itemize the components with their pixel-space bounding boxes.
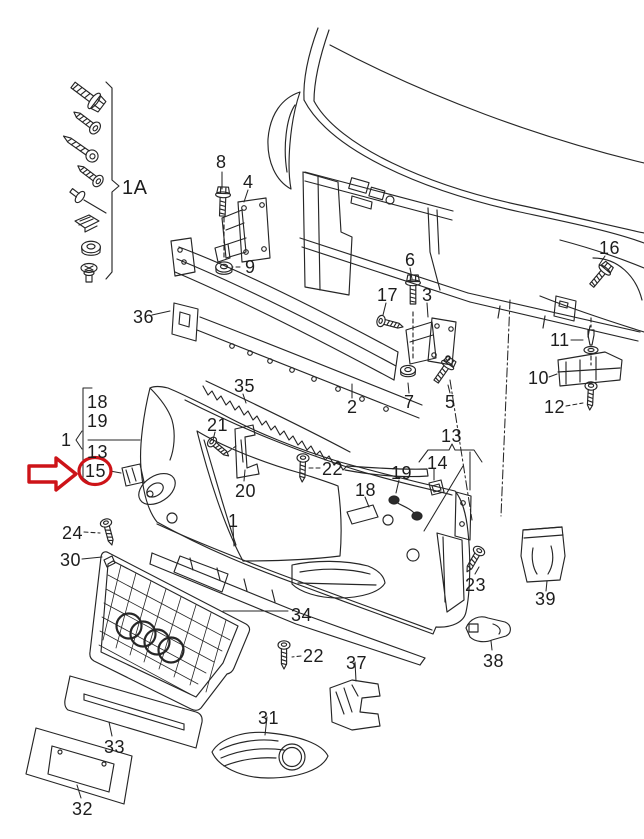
part-22-screw-lower — [277, 640, 291, 670]
part-16-bolt — [585, 259, 616, 291]
part-31-fog-lamp-grille — [212, 732, 328, 778]
highlight-circle-15 — [79, 458, 111, 485]
part-21-screw — [205, 434, 233, 461]
part-22-screw-upper — [295, 453, 310, 483]
part-14-clip — [429, 480, 444, 495]
part-5-bolt — [429, 354, 459, 387]
part-15-cover-cap — [122, 464, 144, 486]
part-2-bumper-reinforcement — [171, 238, 398, 380]
highlight-marker — [29, 458, 111, 491]
part-10-guide-bracket — [558, 352, 622, 386]
part-19-retainer-clips — [389, 496, 422, 520]
part-13-bracket — [455, 492, 471, 540]
part-1-bumper-cover — [133, 387, 470, 635]
part-body-front-structure — [268, 28, 644, 341]
part-11-expander-pin — [584, 318, 598, 365]
part-1-side-flap — [437, 533, 464, 612]
part-32-licence-plate-filler — [26, 728, 132, 804]
leader-lines — [76, 172, 605, 798]
part-24-screw — [98, 517, 118, 548]
part-6-bolt — [405, 274, 421, 305]
part-7-nut — [399, 364, 417, 378]
part-4-mounting-bracket — [215, 198, 270, 262]
part-30-radiator-grille — [90, 552, 250, 710]
highlight-arrow-icon — [29, 458, 76, 490]
part-23-screw — [461, 543, 487, 576]
part-34-spoiler-strip — [150, 553, 425, 665]
part-36-carrier — [172, 303, 422, 418]
part-17-screw — [375, 313, 406, 333]
part-12-screw — [583, 380, 598, 411]
brace-1a — [106, 82, 119, 279]
part-1a-fastener-kit — [59, 76, 119, 282]
part-33-trim-strip — [65, 676, 202, 748]
part-39-fitting-bag — [521, 527, 565, 582]
part-8-bolt — [214, 186, 232, 217]
audi-rings — [117, 614, 184, 663]
part-37-bracket — [330, 680, 380, 730]
part-38-bracket — [466, 617, 510, 642]
part-18-cover-cap — [347, 505, 378, 524]
